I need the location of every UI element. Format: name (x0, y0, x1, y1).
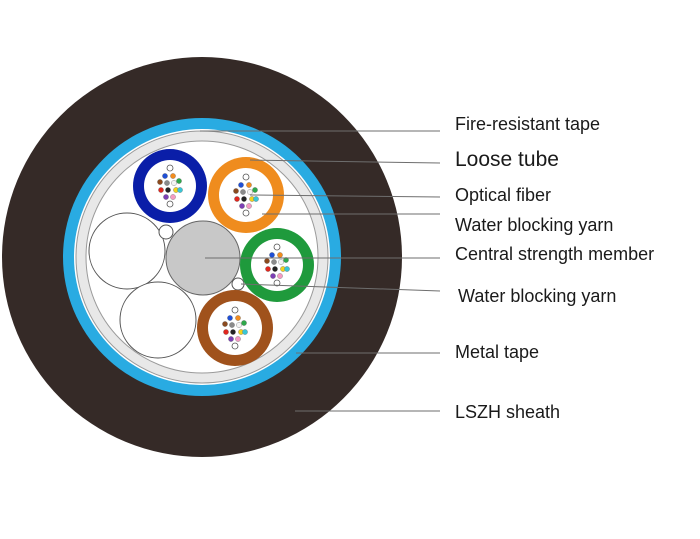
label-water-blocking-yarn: Water blocking yarn (458, 286, 616, 306)
filler-rod (119, 281, 197, 359)
water-blocking-yarn-thread (231, 306, 239, 314)
optical-fiber (223, 329, 229, 335)
optical-fiber (171, 180, 177, 186)
water-blocking-yarn-thread (273, 279, 281, 287)
optical-fiber (228, 336, 234, 342)
optical-fiber (238, 182, 244, 188)
optical-fiber (233, 188, 239, 194)
optical-fiber (229, 322, 235, 328)
water-blocking-yarn-thread (166, 164, 174, 172)
label-metal-tape: Metal tape (455, 342, 539, 362)
fiber-bundle (233, 173, 259, 217)
filler-rod (88, 212, 166, 290)
fiber-bundle (264, 243, 290, 287)
optical-fiber (227, 315, 233, 321)
optical-fiber (170, 173, 176, 179)
optical-fiber (164, 180, 170, 186)
optical-fiber (235, 315, 241, 321)
optical-fiber (162, 173, 168, 179)
optical-fiber (176, 178, 182, 184)
optical-fiber (158, 187, 164, 193)
optical-fiber (165, 187, 171, 193)
optical-fiber (278, 259, 284, 265)
optical-fiber (246, 182, 252, 188)
optical-fiber (241, 196, 247, 202)
water-blocking-yarn-thread (273, 243, 281, 251)
leader-line (249, 159, 441, 164)
optical-fiber (277, 252, 283, 258)
water-blocking-yarn-thread (242, 173, 250, 181)
optical-fiber (177, 187, 183, 193)
optical-fiber (277, 273, 283, 279)
label-optical-fiber: Optical fiber (455, 185, 551, 205)
label-central-strength-member: Central strength member (455, 244, 654, 264)
optical-fiber (247, 189, 253, 195)
water-blocking-yarn-thread (158, 224, 174, 240)
water-blocking-yarn-thread (166, 200, 174, 208)
fiber-bundle (157, 164, 183, 208)
label-loose-tube: Loose tube (455, 148, 559, 171)
optical-fiber (170, 194, 176, 200)
optical-fiber (234, 196, 240, 202)
optical-fiber (222, 321, 228, 327)
optical-fiber (240, 189, 246, 195)
optical-fiber (235, 336, 241, 342)
optical-fiber (246, 203, 252, 209)
loose-tube-green (240, 228, 314, 302)
loose-tube-brown (197, 290, 273, 366)
loose-tube-blue (133, 149, 207, 223)
fiber-bundle (222, 306, 248, 350)
optical-fiber (272, 266, 278, 272)
optical-fiber (236, 322, 242, 328)
optical-fiber (269, 252, 275, 258)
optical-fiber (271, 259, 277, 265)
optical-fiber (157, 179, 163, 185)
water-blocking-yarn-thread (231, 342, 239, 350)
leader-line (249, 194, 441, 198)
label-water-blocking-yarn: Water blocking yarn (455, 215, 613, 235)
optical-fiber (230, 329, 236, 335)
optical-fiber (239, 203, 245, 209)
optical-fiber (241, 320, 247, 326)
optical-fiber (242, 329, 248, 335)
label-fire-resistant-tape: Fire-resistant tape (455, 114, 600, 134)
water-blocking-yarn-thread (242, 209, 250, 217)
optical-fiber (270, 273, 276, 279)
optical-fiber (253, 196, 259, 202)
optical-fiber (284, 266, 290, 272)
optical-fiber (264, 258, 270, 264)
optical-fiber (265, 266, 271, 272)
optical-fiber (252, 187, 258, 193)
leader-line (240, 283, 441, 292)
optical-fiber (163, 194, 169, 200)
optical-fiber (283, 257, 289, 263)
label-lszh-sheath: LSZH sheath (455, 402, 560, 422)
